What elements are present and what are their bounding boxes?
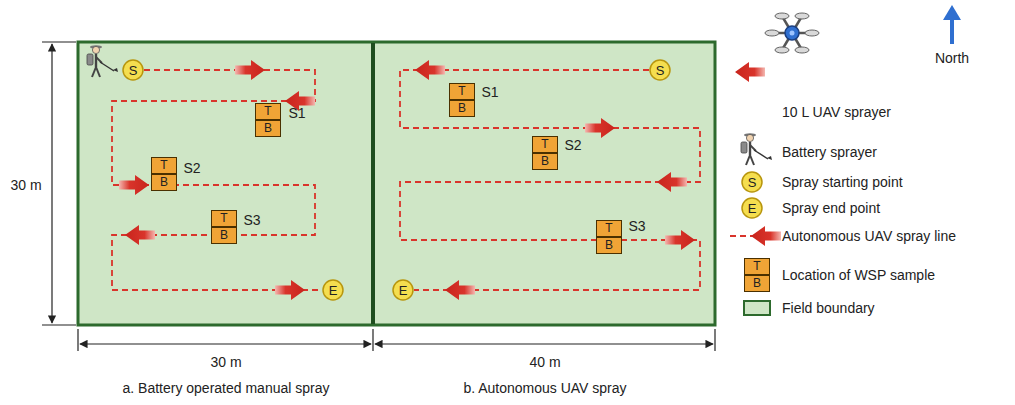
spray-point-circle: E — [322, 279, 344, 301]
legend-text: Autonomous UAV spray line — [782, 228, 956, 244]
point-letter: S — [656, 64, 665, 77]
point-letter: B — [541, 155, 549, 167]
dimension-label: 30 m — [210, 354, 241, 370]
point-letter: E — [329, 284, 338, 297]
point-letter: T — [160, 159, 167, 171]
battery-sprayer-icon — [87, 45, 118, 77]
sample-label: S1 — [481, 84, 498, 100]
point-letter: B — [605, 239, 613, 251]
spray-point-circle: S — [741, 171, 763, 193]
legend-text: Location of WSP sample — [782, 267, 935, 283]
point-letter: B — [160, 176, 168, 188]
point-letter: S — [129, 64, 138, 77]
wsp-sample-box: B — [151, 174, 177, 191]
legend-text: 10 L UAV sprayer — [782, 104, 891, 120]
spray-point-circle: E — [392, 279, 414, 301]
point-letter: S — [748, 176, 757, 189]
spray-line — [400, 70, 700, 290]
point-letter: E — [748, 202, 757, 215]
north-arrow — [943, 5, 961, 44]
wsp-sample-box: B — [255, 120, 281, 137]
point-letter: T — [605, 222, 612, 234]
sample-label: S3 — [628, 218, 645, 234]
wsp-sample-box: T — [532, 136, 558, 153]
north-label: North — [935, 50, 969, 66]
battery-sprayer-icon — [741, 133, 772, 165]
dimension-label: 30 m — [10, 177, 41, 193]
spray-point-circle: S — [122, 59, 144, 81]
legend-text: Spray end point — [782, 200, 880, 216]
legend-swatch — [743, 300, 771, 316]
field-boundary — [78, 42, 715, 325]
spray-point-circle: S — [649, 59, 671, 81]
point-letter: T — [264, 105, 271, 117]
panel-caption: b. Autonomous UAV spray — [463, 380, 626, 396]
dimension-label: 40 m — [529, 354, 560, 370]
sample-label: S2 — [183, 160, 200, 176]
field-divider — [371, 43, 375, 324]
point-letter: T — [753, 260, 760, 272]
point-letter: E — [399, 284, 408, 297]
spray-point-circle: E — [741, 197, 763, 219]
legend-text: Battery sprayer — [782, 144, 877, 160]
wsp-sample-box: B — [596, 237, 622, 254]
dimension-lines — [42, 42, 715, 351]
sample-label: S1 — [288, 105, 305, 121]
point-letter: T — [458, 85, 465, 97]
uav-sprayer-icon — [765, 13, 819, 53]
wsp-sample-box: B — [532, 153, 558, 170]
wsp-sample-box: T — [211, 210, 237, 227]
wsp-sample-box: T — [151, 157, 177, 174]
panel-caption: a. Battery operated manual spray — [122, 380, 329, 396]
point-letter: T — [541, 138, 548, 150]
point-letter: B — [264, 122, 272, 134]
wsp-sample-box: T — [449, 83, 475, 100]
point-letter: B — [753, 277, 761, 289]
sample-label: S3 — [243, 212, 260, 228]
wsp-sample-box: B — [211, 227, 237, 244]
legend-text: Spray starting point — [782, 174, 903, 190]
sample-label: S2 — [564, 137, 581, 153]
wsp-sample-box: B — [449, 100, 475, 117]
wsp-sample-box: T — [255, 103, 281, 120]
legend-text: Field boundary — [782, 300, 875, 316]
point-letter: B — [458, 102, 466, 114]
spray-line — [112, 70, 322, 290]
wsp-sample-box: T — [744, 258, 770, 275]
wsp-sample-box: T — [596, 220, 622, 237]
point-letter: T — [220, 212, 227, 224]
block-arrow — [119, 60, 781, 300]
wsp-sample-box: B — [744, 275, 770, 292]
point-letter: B — [220, 229, 228, 241]
